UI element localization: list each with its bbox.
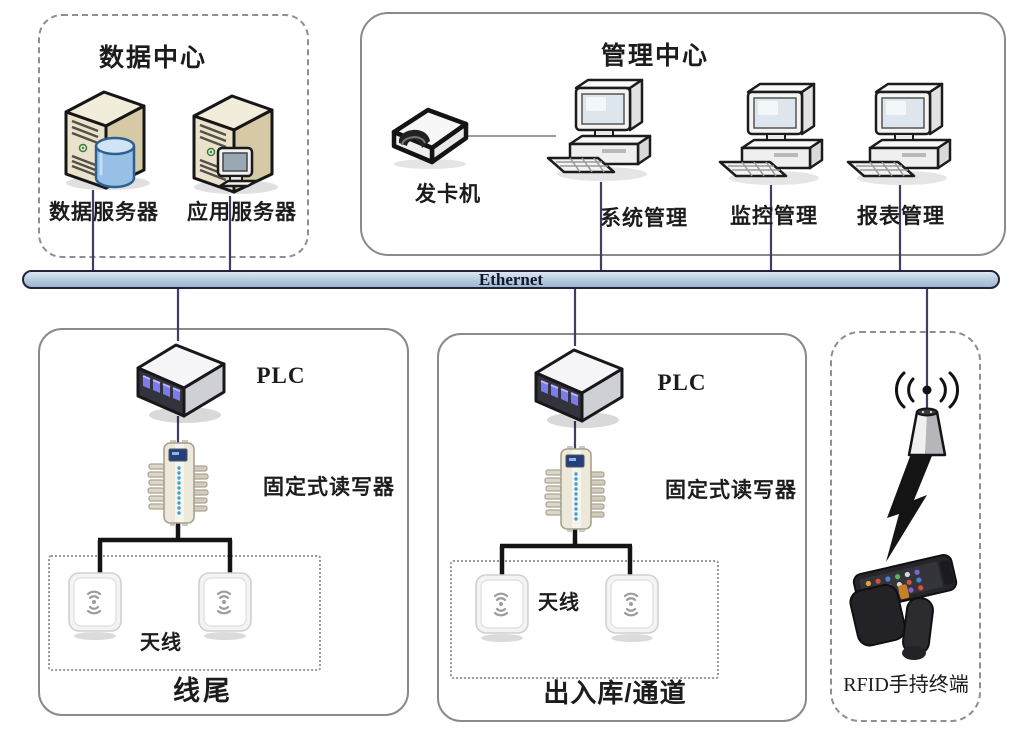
database-cylinder-icon: [94, 136, 136, 189]
desktop-computer-icon: [546, 78, 652, 181]
desktop-computer-icon: [718, 82, 824, 185]
mini-monitor-icon: [216, 146, 258, 188]
line-end-box: [38, 328, 409, 716]
plc-label-left: PLC: [256, 363, 306, 388]
channel-title: 出入库/通道: [543, 678, 687, 708]
data-center-title: 数据中心: [98, 44, 208, 72]
rfid-handheld-label: RFID手持终端: [843, 674, 969, 696]
card-issuer-icon: [391, 107, 469, 169]
plc-icon: [136, 343, 226, 423]
management-center-box: [360, 12, 1006, 256]
channel-box: [437, 333, 807, 722]
plc-label-middle: PLC: [657, 370, 707, 395]
lightning-bolt-icon: [886, 451, 934, 562]
ethernet-bus: Ethernet: [22, 270, 1000, 289]
antenna-panel-icon: [198, 572, 252, 640]
system-mgmt-label: 系统管理: [600, 207, 688, 230]
report-mgmt-label: 报表管理: [857, 205, 945, 228]
antenna-panel-icon: [475, 574, 529, 642]
data-center-box: [38, 14, 309, 258]
antenna-group-box-middle: [450, 560, 719, 679]
card-issuer-label: 发卡机: [415, 183, 481, 206]
antenna-panel-icon: [605, 574, 659, 642]
management-center-title: 管理中心: [600, 42, 710, 70]
plc-icon: [534, 348, 624, 428]
fixed-reader-icon: [544, 446, 606, 532]
fixed-reader-label-left: 固定式读写器: [263, 476, 395, 499]
handheld-box: [830, 331, 981, 722]
wireless-antenna-icon: [894, 371, 960, 457]
ethernet-label: Ethernet: [478, 270, 544, 289]
antenna-feeder-lines: [97, 518, 633, 578]
antenna-panel-icon: [68, 572, 122, 640]
monitor-mgmt-label: 监控管理: [730, 205, 818, 228]
fixed-reader-icon: [147, 440, 209, 526]
line-end-title: 线尾: [173, 676, 233, 706]
data-server-label: 数据服务器: [49, 201, 159, 224]
ethernet-drop-lines: [91, 182, 929, 451]
antenna-label-left: 天线: [140, 632, 182, 654]
app-server-label: 应用服务器: [187, 201, 297, 224]
antenna-group-box-left: [48, 555, 321, 671]
fixed-reader-label-middle: 固定式读写器: [665, 479, 797, 502]
desktop-computer-icon: [846, 82, 952, 185]
rfid-handheld-icon: [849, 554, 958, 660]
antenna-label-middle: 天线: [538, 592, 580, 614]
